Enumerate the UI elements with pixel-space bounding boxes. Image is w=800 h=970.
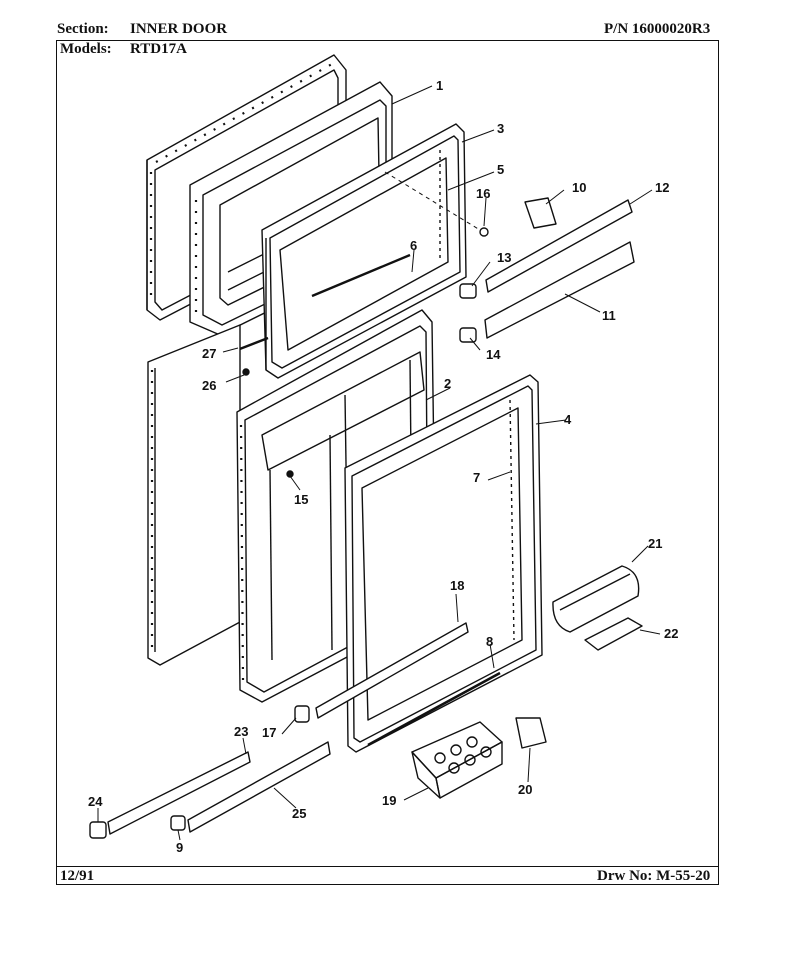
callout-21: 21	[648, 536, 662, 551]
callout-14: 14	[486, 347, 501, 362]
callout-12: 12	[655, 180, 669, 195]
part-21-dairy-door	[552, 565, 640, 633]
callout-9: 9	[176, 840, 183, 855]
callout-3: 3	[497, 121, 504, 136]
part-20-clip	[515, 717, 547, 749]
part-6-strip	[311, 253, 411, 298]
part-18-rail	[315, 622, 469, 719]
part-11-rail	[484, 241, 635, 339]
part-13-end-cap	[459, 283, 477, 299]
part-9-cap	[170, 815, 186, 831]
callout-5: 5	[497, 162, 504, 177]
callout-26: 26	[202, 378, 216, 393]
callout-6: 6	[410, 238, 417, 253]
leader-lines	[97, 85, 661, 841]
part-number: P/N 16000020R3	[604, 21, 711, 37]
callout-17: 17	[262, 725, 276, 740]
callout-19: 19	[382, 793, 396, 808]
section-label: Section:	[57, 21, 109, 37]
callout-25: 25	[292, 806, 306, 821]
callout-labels: 1 2 3 4 5 6 7 8 9 10 11 12 13 14 15 16 1…	[88, 78, 678, 855]
models-value: RTD17A	[130, 41, 187, 57]
callout-10: 10	[572, 180, 586, 195]
callout-23: 23	[234, 724, 248, 739]
callout-15: 15	[294, 492, 308, 507]
callout-20: 20	[518, 782, 532, 797]
part-14-end-cap	[459, 327, 477, 343]
callout-7: 7	[473, 470, 480, 485]
callout-11: 11	[602, 308, 616, 323]
part-16-screw	[479, 227, 489, 237]
part-25-rail	[187, 741, 331, 833]
diagram-frame	[56, 40, 719, 885]
callout-16: 16	[476, 186, 490, 201]
callout-2: 2	[444, 376, 451, 391]
part-12-rail	[485, 199, 633, 293]
part-8-strip	[367, 671, 501, 747]
callout-8: 8	[486, 634, 493, 649]
part-10-clip	[524, 197, 557, 229]
callout-24: 24	[88, 794, 103, 809]
part-26-screw	[242, 368, 250, 376]
fresh-food-outer-panel	[147, 324, 241, 666]
callout-13: 13	[497, 250, 511, 265]
callout-1: 1	[436, 78, 443, 93]
footer-rule	[56, 866, 719, 867]
part-15-fastener	[286, 470, 294, 478]
models-label: Models:	[60, 41, 112, 57]
callout-4: 4	[564, 412, 572, 427]
callout-18: 18	[450, 578, 464, 593]
part-19-egg-tray	[411, 721, 503, 799]
part-17-cap	[294, 705, 310, 723]
drawing-number: Drw No: M-55-20	[597, 868, 711, 884]
callout-27: 27	[202, 346, 216, 361]
footer-date: 12/91	[60, 868, 95, 884]
part-22-dairy-base	[584, 617, 643, 651]
part-23-rail	[107, 751, 251, 835]
section-value: INNER DOOR	[130, 21, 228, 37]
callout-22: 22	[664, 626, 678, 641]
part-24-cap	[89, 821, 107, 839]
